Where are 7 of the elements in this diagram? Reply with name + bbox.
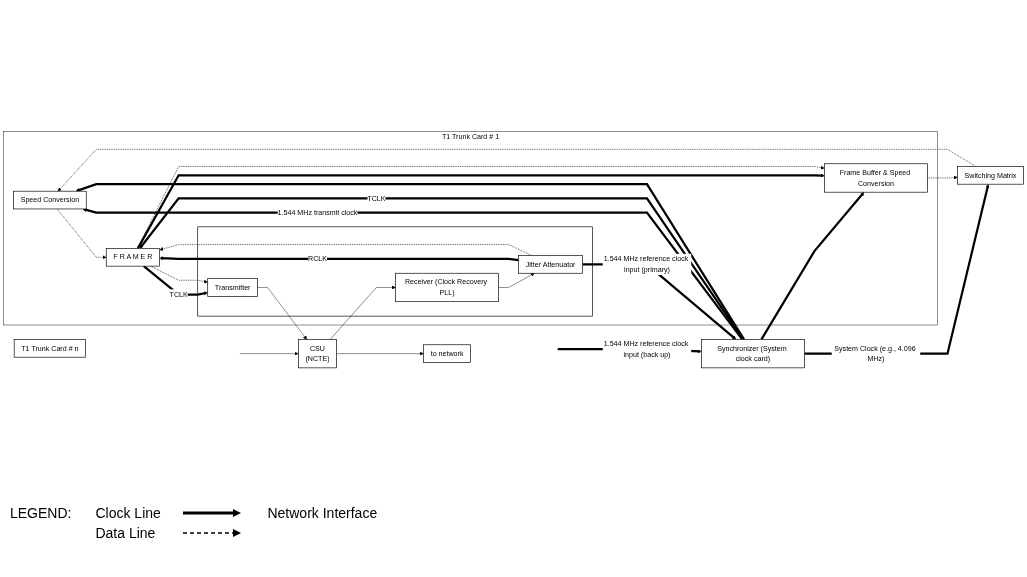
- cluster: [197, 226, 593, 317]
- arrow: [760, 192, 865, 341]
- legend-text: Data Line: [95, 525, 157, 541]
- legend-heading: LEGEND:: [10, 505, 72, 521]
- arrow: [159, 256, 519, 262]
- legend-text: Clock Line: [95, 505, 162, 521]
- note-text: Network Interface: [267, 505, 378, 521]
